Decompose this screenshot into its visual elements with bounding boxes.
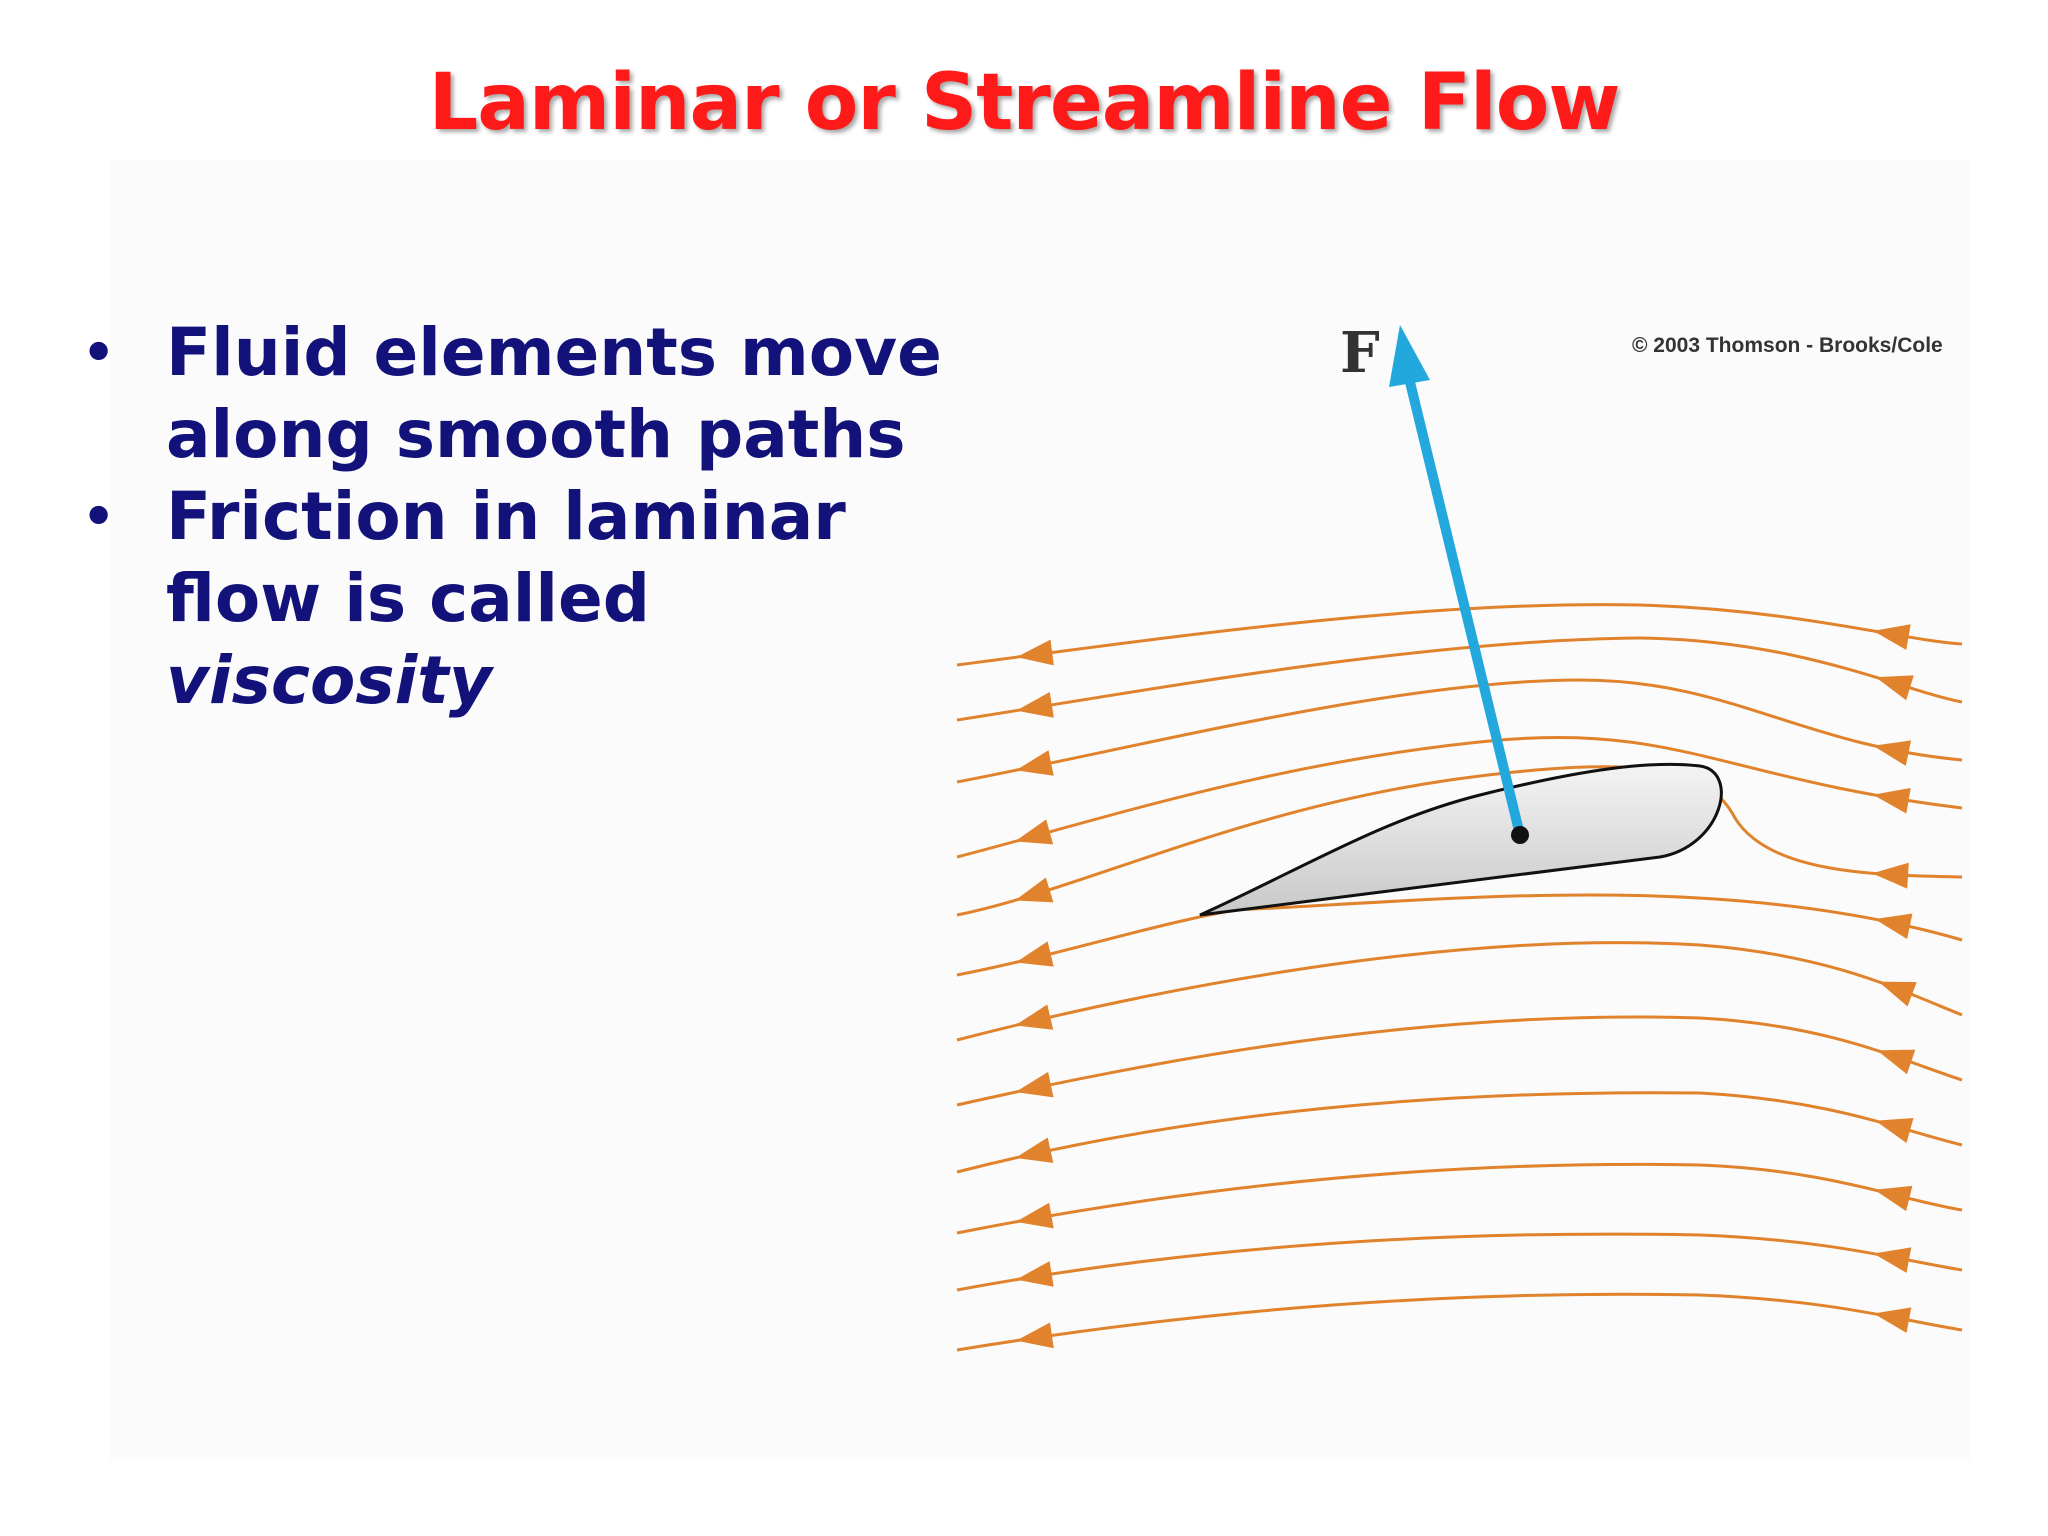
copyright-notice: © 2003 Thomson - Brooks/Cole: [1632, 334, 1943, 357]
streamline-arrow-icon: [1016, 692, 1054, 718]
streamline-arrow-icon: [1873, 1247, 1912, 1273]
streamline-arrow-icon: [1873, 624, 1911, 650]
streamline-arrow-icon: [1016, 1261, 1054, 1287]
streamline-arrow-icon: [1878, 981, 1917, 1007]
force-label: F: [1340, 320, 1380, 386]
slide-title: Laminar or Streamline Flow: [428, 58, 1621, 148]
streamline-arrows: [1014, 624, 1917, 1349]
streamline-arrow-icon: [1875, 1117, 1914, 1144]
streamline-arrow-icon: [1015, 1137, 1054, 1163]
force-application-point: [1511, 826, 1529, 844]
streamline-arrow-icon: [1015, 750, 1054, 776]
streamline: [956, 1091, 1963, 1174]
force-arrow-icon: [1404, 373, 1525, 840]
streamline-arrow-icon: [1873, 740, 1912, 766]
streamline-arrow-icon: [1016, 639, 1054, 666]
streamline-arrow-icon: [1877, 1049, 1916, 1075]
streamline: [956, 1232, 1963, 1292]
streamline-arrow-icon: [1015, 1071, 1054, 1098]
airfoil-shape: [1199, 762, 1723, 917]
streamline-arrow-icon: [1015, 1202, 1054, 1229]
streamline-arrow-icon: [1873, 1307, 1912, 1333]
bullet-item: • Fluid elements move along smooth paths: [82, 312, 982, 476]
bullet-emphasis: viscosity: [166, 642, 492, 719]
streamline: [956, 636, 1963, 722]
streamline: [956, 1162, 1963, 1235]
streamline-arrow-icon: [1874, 913, 1913, 940]
streamline-arrow-icon: [1014, 819, 1054, 845]
streamline-arrow-icon: [1872, 862, 1909, 889]
streamline-arrow-icon: [1016, 1322, 1054, 1349]
bullet-text: Friction in laminar flow is called: [166, 478, 846, 637]
streamlines: [956, 603, 1963, 1352]
streamline: [956, 941, 1963, 1042]
streamline-arrow-icon: [1872, 787, 1911, 814]
bullet-dot-icon: •: [82, 487, 116, 547]
streamline-arrow-icon: [1015, 1004, 1054, 1030]
streamline-arrow-icon: [1874, 1185, 1913, 1212]
streamline-arrow-icon: [1875, 675, 1914, 701]
bullet-item: • Friction in laminar flow is called vis…: [82, 476, 982, 722]
streamline: [956, 893, 1963, 977]
streamline: [956, 765, 1963, 917]
streamline: [956, 678, 1963, 784]
streamline: [956, 1015, 1963, 1107]
streamline-arrow-icon: [1015, 941, 1054, 967]
streamline: [956, 1292, 1963, 1352]
streamline-arrow-icon: [1015, 877, 1054, 903]
streamline: [956, 603, 1963, 667]
force-arrowhead-icon: [1389, 325, 1430, 387]
bullet-dot-icon: •: [82, 323, 116, 383]
bullet-list: • Fluid elements move along smooth paths…: [82, 312, 982, 722]
bullet-text: Fluid elements move along smooth paths: [166, 314, 942, 473]
